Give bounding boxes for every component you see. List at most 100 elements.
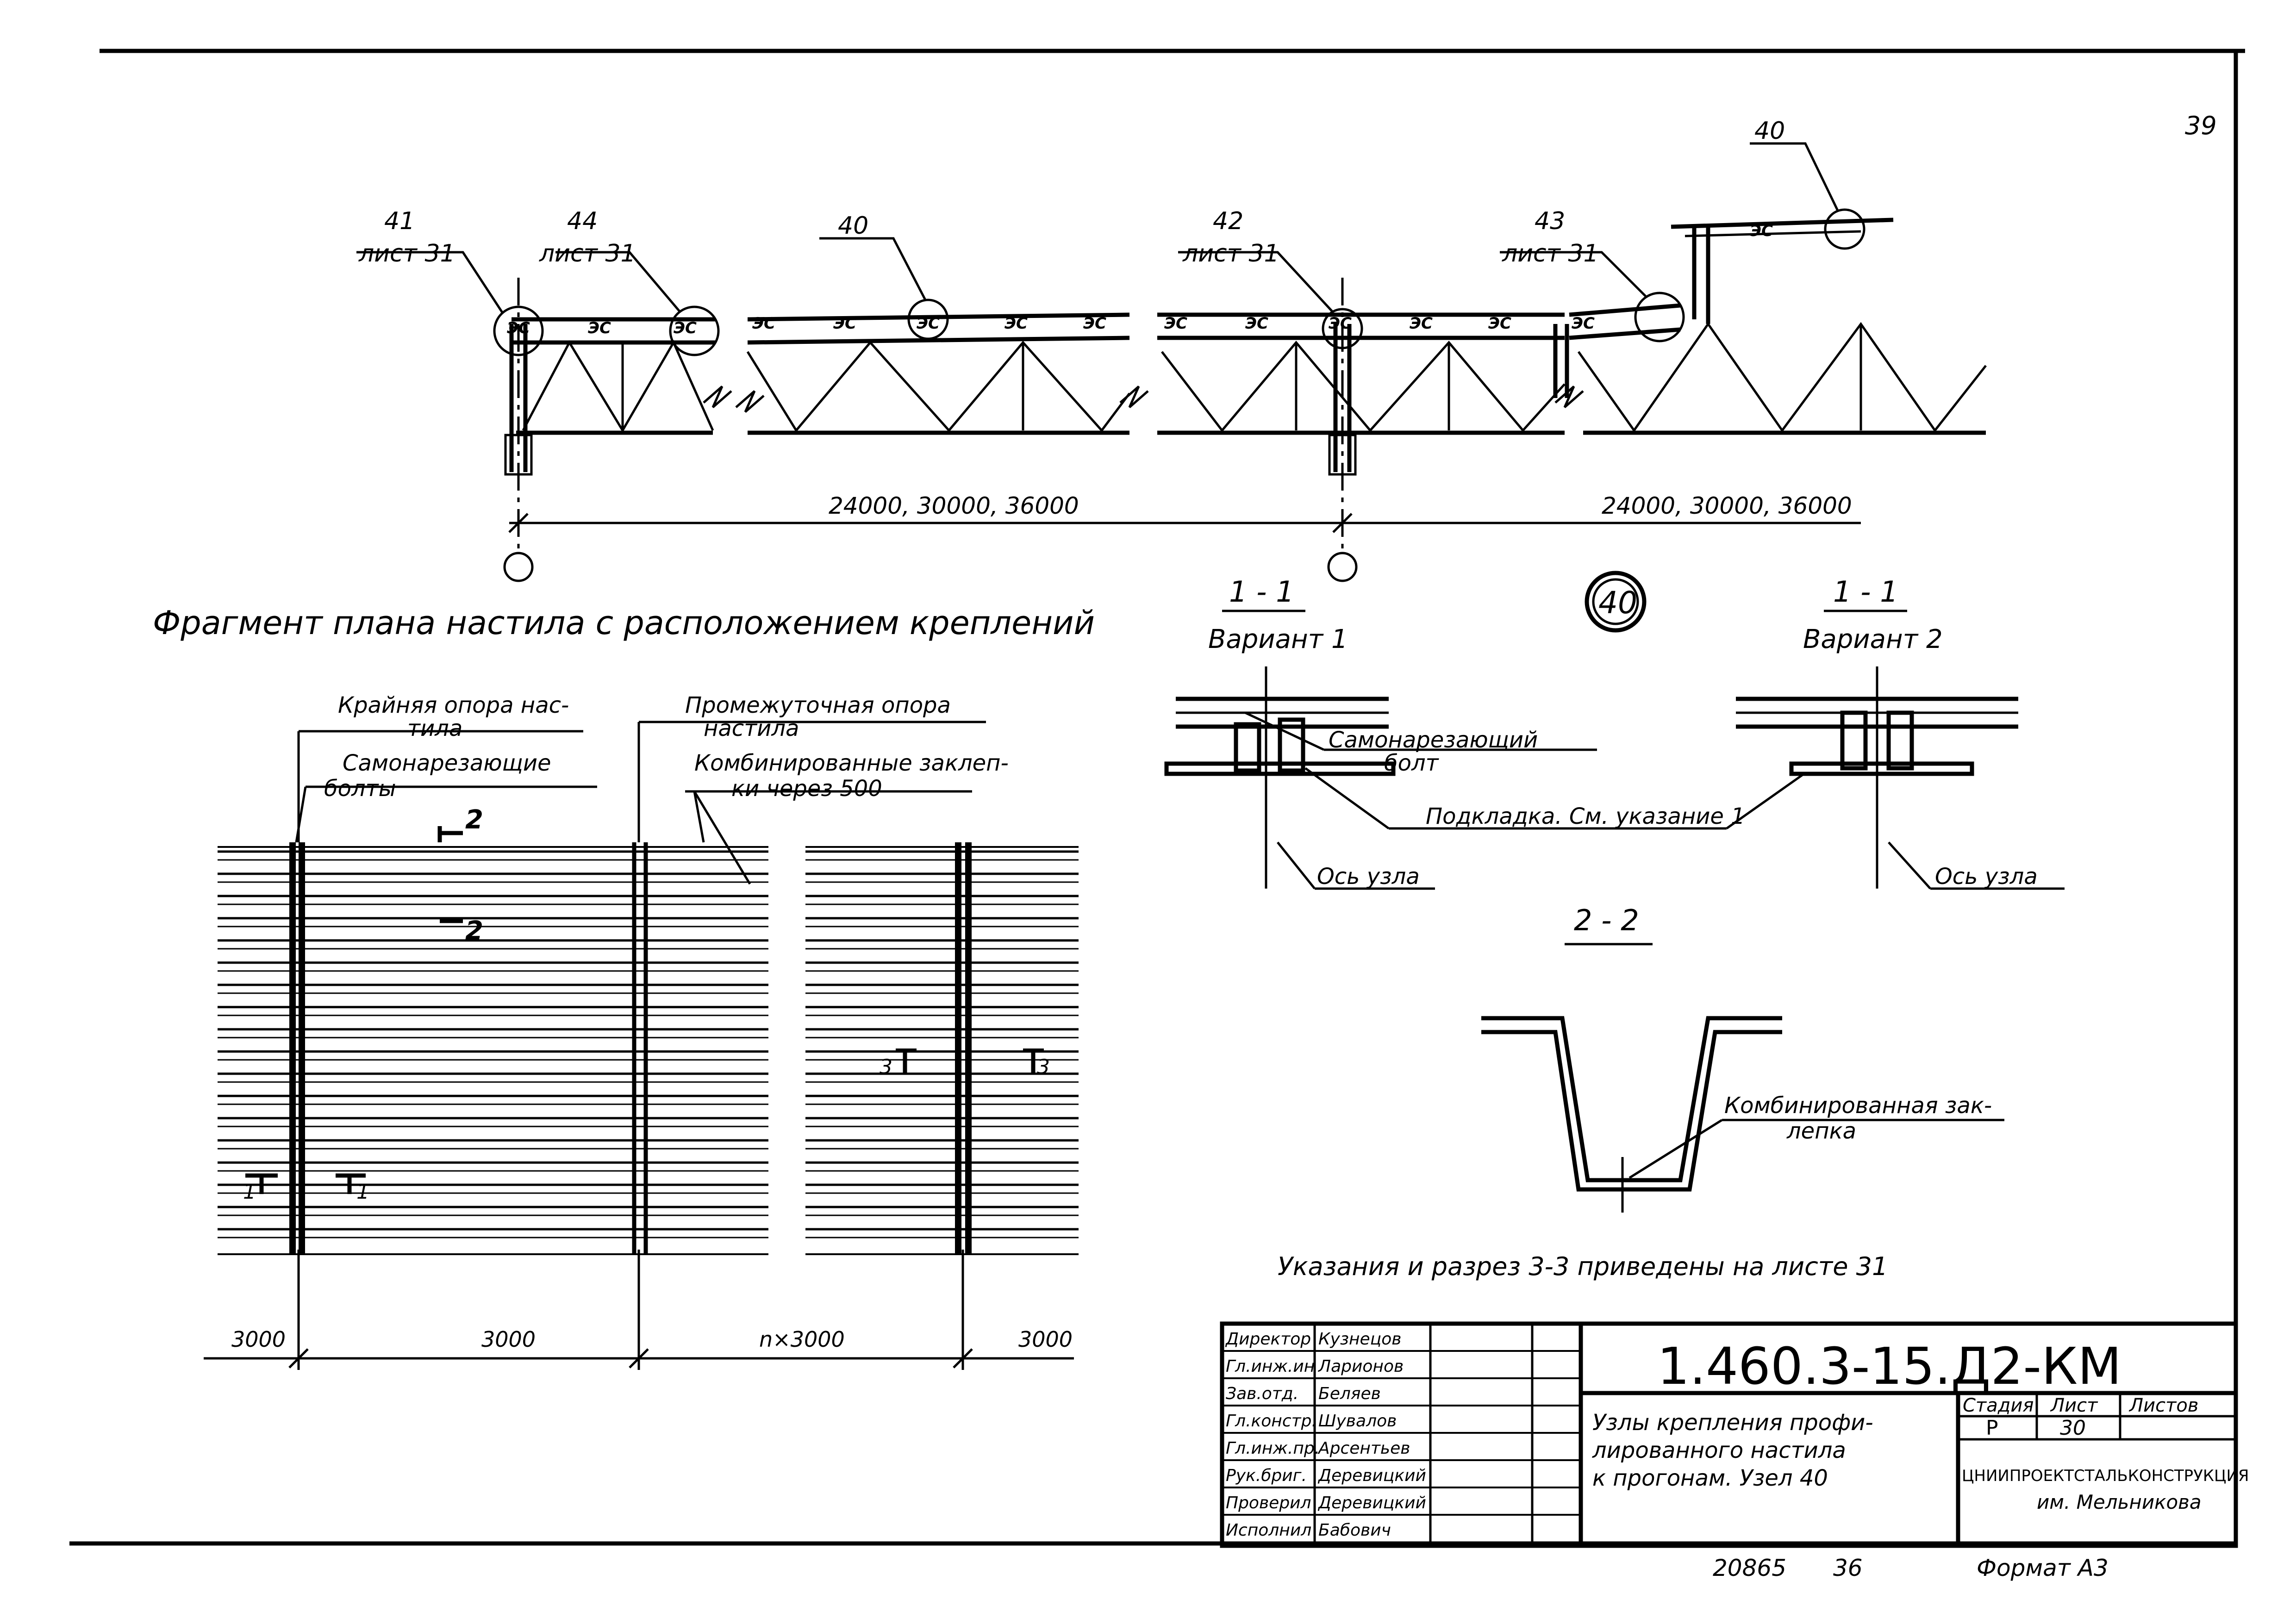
tb-name-0: Кузнецов <box>1318 1330 1401 1349</box>
label-mid-support-1: Промежуточная опора <box>685 692 951 718</box>
frame <box>69 49 2245 1546</box>
format-label: Формат А3 <box>1977 1555 2109 1581</box>
corner-sheet-number: 39 <box>2185 111 2217 140</box>
dim-1: 3000 <box>231 1327 286 1352</box>
tb-role-6: Проверил <box>1226 1493 1311 1512</box>
stage-value: Р <box>1986 1416 1998 1440</box>
svg-text:ЭС: ЭС <box>1245 314 1268 333</box>
svg-text:ЭС: ЭС <box>1750 222 1773 240</box>
svg-text:ЭС: ЭС <box>507 319 530 337</box>
section-mark-3-left: 3 <box>880 1055 892 1079</box>
deck-plan: Крайняя опора нас- тила Самонарезающие б… <box>204 692 1079 1370</box>
node-40-details: 40 1 - 1 Вариант 1 1 - 1 Вариант 2 Самон… <box>1164 571 2065 1281</box>
tb-name-7: Бабович <box>1318 1521 1391 1540</box>
title-line-1: Узлы крепления профи- <box>1592 1410 1873 1436</box>
callout-44-num: 44 <box>567 207 598 235</box>
label-self-tapping-1: Самонарезающие <box>343 750 551 776</box>
s22-title: 2 - 2 <box>1574 903 1639 937</box>
node-40-circle <box>907 299 949 340</box>
svg-text:ЭС: ЭС <box>1410 314 1433 333</box>
node-40b-circle <box>1824 208 1866 250</box>
tb-role-1: Гл.инж.ин <box>1226 1357 1315 1376</box>
drawing-code: 1.460.3-15.Д2-КМ <box>1657 1337 2121 1396</box>
label-edge-support-2: тила <box>407 716 462 741</box>
svg-text:ЭС: ЭС <box>1488 314 1511 333</box>
sheets-header: Листов <box>2128 1395 2198 1416</box>
stage-header: Стадия <box>1963 1395 2034 1416</box>
plan-title: Фрагмент плана настила с расположением к… <box>153 604 1095 642</box>
tb-role-3: Гл.констр. <box>1226 1412 1317 1431</box>
svg-text:ЭС: ЭС <box>752 314 775 333</box>
svg-text:ЭС: ЭС <box>1083 314 1106 333</box>
sheet-value: 30 <box>2060 1416 2086 1440</box>
label-rivets-2: ки через 500 <box>731 776 882 802</box>
section-mark-2-bottom: 2 <box>465 916 483 946</box>
section-mark-3-right: 3 <box>1037 1055 1050 1079</box>
deck-ribs <box>218 846 1079 1255</box>
bolt-label-2: болт <box>1384 750 1440 776</box>
label-mid-support-2: настила <box>704 716 799 741</box>
org-line-2: им. Мельникова <box>2037 1491 2202 1513</box>
callout-40-num: 40 <box>838 212 868 240</box>
callout-43-num: 43 <box>1535 207 1565 235</box>
tb-name-3: Шувалов <box>1318 1412 1397 1431</box>
tb-name-5: Деревицкий <box>1317 1466 1426 1485</box>
label-edge-support-1: Крайняя опора нас- <box>338 692 569 718</box>
span-right: 24000, 30000, 36000 <box>1602 492 1852 519</box>
svg-text:ЭС: ЭС <box>588 319 611 337</box>
node-44-circle <box>669 305 720 356</box>
svg-text:ЭС: ЭС <box>1329 314 1352 333</box>
tb-role-4: Гл.инж.пр. <box>1226 1439 1320 1458</box>
sheet-header: Лист <box>2050 1395 2098 1416</box>
v1-section: 1 - 1 <box>1229 575 1294 609</box>
rivet-label-2: лепка <box>1786 1118 1856 1144</box>
axis-label-1: Ось узла <box>1317 864 1420 890</box>
dim-4: 3000 <box>1018 1327 1073 1352</box>
svg-text:ЭС: ЭС <box>917 314 940 333</box>
callout-44-sheet: лист 31 <box>539 240 636 268</box>
tb-name-2: Беляев <box>1318 1384 1381 1403</box>
tb-role-0: Директор <box>1225 1330 1311 1349</box>
svg-text:ЭС: ЭС <box>833 314 856 333</box>
node-number: 40 <box>1598 585 1637 621</box>
node-43-circle <box>1634 292 1685 342</box>
svg-text:ЭС: ЭС <box>1004 314 1028 333</box>
dim-2: 3000 <box>481 1327 536 1352</box>
tb-role-2: Зав.отд. <box>1226 1384 1298 1403</box>
note-text: Указания и разрез 3-3 приведены на листе… <box>1278 1252 1888 1281</box>
callout-43-sheet: лист 31 <box>1502 240 1599 268</box>
tb-name-1: Ларионов <box>1317 1357 1404 1376</box>
page-number: 36 <box>1833 1555 1863 1581</box>
callout-42-sheet: лист 31 <box>1182 240 1279 268</box>
bolt-label-1: Самонарезающий <box>1329 727 1538 753</box>
node-42-circle <box>1322 308 1363 349</box>
v1-title: Вариант 1 <box>1208 624 1348 654</box>
node-41-circle <box>493 305 544 356</box>
tb-name-6: Деревицкий <box>1317 1493 1426 1512</box>
span-left: 24000, 30000, 36000 <box>829 492 1079 519</box>
svg-text:ЭС: ЭС <box>1572 314 1595 333</box>
rivet-label-1: Комбинированная зак- <box>1724 1093 1992 1119</box>
tb-role-7: Исполнил <box>1226 1521 1311 1540</box>
svg-text:ЭС: ЭС <box>674 319 697 337</box>
callout-41-num: 41 <box>384 207 415 235</box>
section-mark-1-right: 1 <box>356 1180 369 1204</box>
org-line-1: ЦНИИПРОЕКТСТАЛЬКОНСТРУКЦИЯ <box>1962 1467 2249 1485</box>
v2-section: 1 - 1 <box>1833 575 1898 609</box>
section-mark-1-left: 1 <box>243 1180 256 1204</box>
tb-role-5: Рук.бриг. <box>1226 1466 1307 1485</box>
inventory-number: 20865 <box>1713 1555 1786 1581</box>
dim-3: n×3000 <box>759 1327 845 1352</box>
svg-text:ЭС: ЭС <box>1164 314 1187 333</box>
label-rivets-1: Комбинированные заклеп- <box>694 750 1009 776</box>
section-mark-2-top: 2 <box>465 805 483 835</box>
truss-elevation: 24000, 30000, 36000 24000, 30000, 36000 … <box>356 117 1987 582</box>
label-self-tapping-2: болты <box>324 776 396 802</box>
axis-label-2: Ось узла <box>1935 864 2038 890</box>
purlin-marks: ЭС ЭС ЭС ЭС ЭС ЭС ЭС ЭС ЭС ЭС ЭС ЭС ЭС Э… <box>507 222 1773 337</box>
callout-42-num: 42 <box>1213 207 1243 235</box>
callout-41-sheet: лист 31 <box>358 240 455 268</box>
title-line-3: к прогонам. Узел 40 <box>1592 1465 1828 1491</box>
